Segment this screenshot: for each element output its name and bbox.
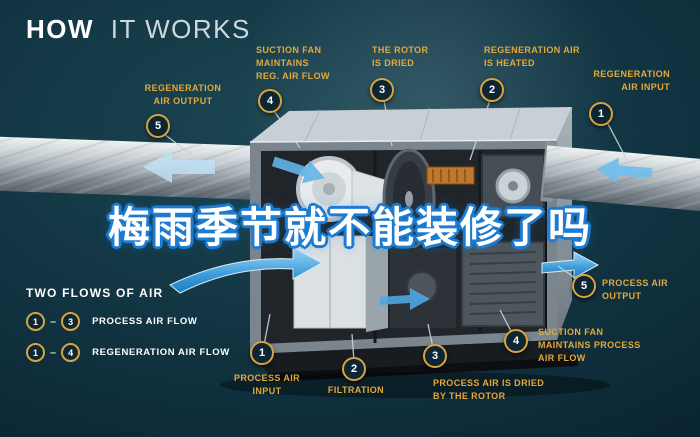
legend-marker-3: 3 <box>61 312 81 331</box>
legend-marker-1b: 1 <box>26 343 45 362</box>
legend-range-dash: – <box>50 315 57 328</box>
legend-row-regeneration: 1 – 4 REGENERATION AIR FLOW <box>26 343 230 362</box>
process-input-arrow <box>169 246 324 294</box>
label-rotor-is-dried: THE ROTOR IS DRIED <box>372 45 429 69</box>
airflow-arrows <box>143 151 653 310</box>
title-it-works: IT WORKS <box>110 14 251 44</box>
label-process-air-input: PROCESS AIR INPUT <box>233 373 301 397</box>
label-suction-fan-process-air-flow: SUCTION FAN MAINTAINS PROCESS AIR FLOW <box>538 327 641 364</box>
label-suction-fan-reg-air-flow: SUCTION FAN MAINTAINS REG. AIR FLOW <box>256 45 330 82</box>
legend-label-process-air-flow: PROCESS AIR FLOW <box>92 316 198 327</box>
regeneration-output-arrow <box>143 151 215 183</box>
marker-5-regeneration-output: 5 <box>146 114 170 138</box>
regeneration-input-arrow <box>596 157 653 184</box>
fan-inlet-arrow <box>271 156 325 184</box>
process-output-arrow <box>541 251 600 279</box>
marker-4-suction-fan-process: 4 <box>504 329 528 353</box>
legend-range-dash-2: – <box>50 346 57 359</box>
legend-two-flows: TWO FLOWS OF AIR 1 – 3 PROCESS AIR FLOW … <box>26 286 230 362</box>
page-title: HOW IT WORKS <box>26 14 251 45</box>
legend-label-regeneration-air-flow: REGENERATION AIR FLOW <box>92 347 230 358</box>
title-how: HOW <box>26 14 95 44</box>
label-process-air-output: PROCESS AIR OUTPUT <box>602 278 669 302</box>
marker-4-suction-fan-reg: 4 <box>258 89 282 113</box>
legend-row-process: 1 – 3 PROCESS AIR FLOW <box>26 312 230 331</box>
marker-2-regeneration-heated: 2 <box>480 78 504 102</box>
marker-1-regeneration-input: 1 <box>589 102 613 126</box>
legend-marker-1: 1 <box>26 312 45 331</box>
right-duct <box>540 141 700 212</box>
marker-3-rotor-dried: 3 <box>370 78 394 102</box>
label-process-air-dried-by-rotor: PROCESS AIR IS DRIED BY THE ROTOR <box>433 378 545 402</box>
marker-2-filtration: 2 <box>342 357 366 381</box>
legend-title: TWO FLOWS OF AIR <box>26 286 164 300</box>
marker-1-process-input: 1 <box>250 341 274 365</box>
left-duct <box>0 136 261 200</box>
marker-5-process-output: 5 <box>572 274 596 298</box>
legend-marker-4: 4 <box>61 343 81 362</box>
label-regeneration-air-heated: REGENERATION AIR IS HEATED <box>484 45 580 69</box>
label-regeneration-air-output: REGENERATION AIR OUTPUT <box>144 83 222 107</box>
machine-body <box>220 107 610 398</box>
rotor-process-arrow <box>380 288 430 310</box>
marker-3-process-dried: 3 <box>423 344 447 368</box>
label-regeneration-air-input: REGENERATION AIR INPUT <box>593 69 670 93</box>
label-filtration: FILTRATION <box>327 385 385 395</box>
